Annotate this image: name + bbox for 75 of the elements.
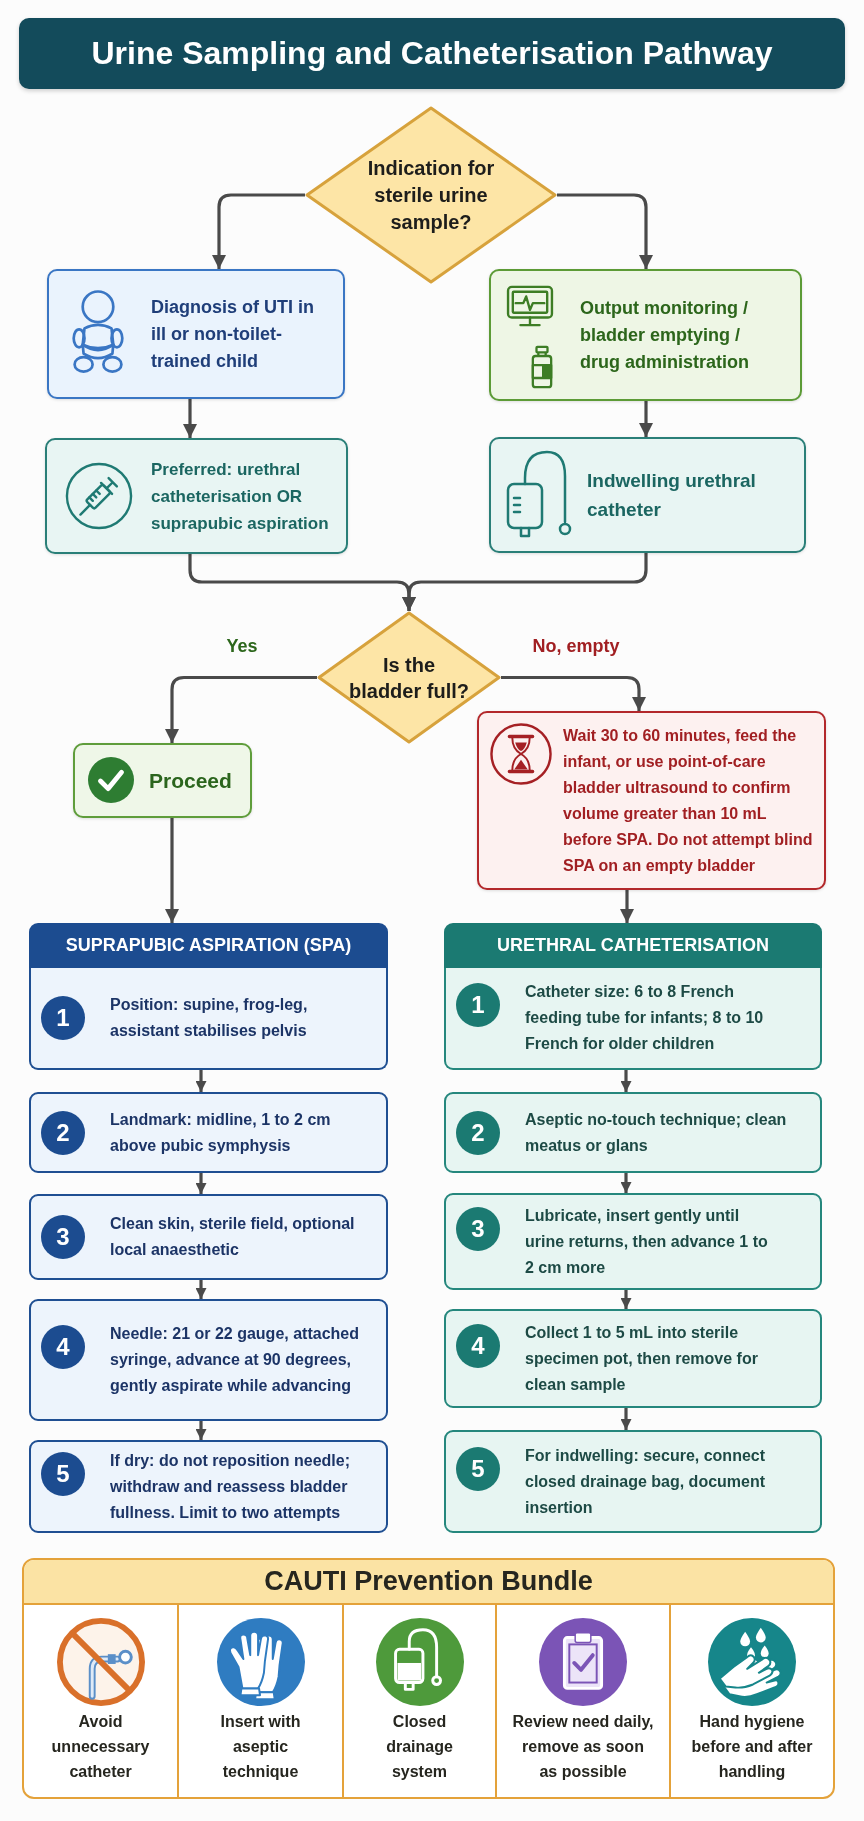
arrow bbox=[195, 1280, 207, 1299]
outcome-box bbox=[73, 743, 252, 818]
step-box bbox=[444, 1193, 822, 1290]
bundle-item-text: Review need daily, remove as soon as possible bbox=[511, 1712, 655, 1782]
step-text: For indwelling: secure, connect closed drainage bag, document insertion bbox=[525, 1445, 767, 1518]
box-text: Indwelling urethral catheter bbox=[587, 469, 757, 522]
process-box bbox=[489, 437, 806, 553]
arrow bbox=[165, 818, 179, 923]
decision-text: Indication for sterile urine sample? bbox=[366, 155, 496, 235]
step-text: Lubricate, insert gently until urine returns, then advance 1 to 2 cm more bbox=[525, 1205, 769, 1278]
step-text: Landmark: midline, 1 to 2 cm above pubic symphysis bbox=[110, 1109, 332, 1156]
arrow bbox=[165, 675, 317, 743]
title: Urine Sampling and Catheterisation Pathway bbox=[91, 35, 773, 72]
step-box bbox=[444, 1092, 822, 1173]
arrow bbox=[195, 1070, 207, 1092]
arrow bbox=[402, 553, 648, 611]
step-number: 3 bbox=[456, 1206, 500, 1251]
step-text: Clean skin, sterile field, optional local anaesthetic bbox=[110, 1214, 356, 1260]
bundle-item-text: Avoid unnecessary catheter bbox=[50, 1712, 151, 1782]
arrow bbox=[620, 1173, 632, 1193]
step-box bbox=[444, 1309, 822, 1408]
box-text: Wait 30 to 60 minutes, feed the infant, or use point-of-care bladder ultrasound to confirm volume greater than 10 mL before SPA. Do not attempt blind SPA on an empty bladder bbox=[563, 725, 814, 876]
step-text: Position: supine, frog-leg, assistant stabilises pelvis bbox=[110, 995, 309, 1041]
arrow bbox=[212, 193, 305, 269]
arrow bbox=[620, 890, 634, 923]
arrow bbox=[620, 1408, 632, 1430]
step-text: If dry: do not reposition needle; withdraw and reassess bladder fullness. Limit to two attempts bbox=[110, 1450, 351, 1523]
step-number: 1 bbox=[456, 983, 500, 1027]
arrow bbox=[183, 399, 197, 438]
step-box bbox=[29, 1440, 388, 1533]
step-number: 5 bbox=[456, 1446, 500, 1491]
bundle-item-text: Insert with aseptic technique bbox=[219, 1712, 302, 1782]
step-number: 4 bbox=[456, 1323, 500, 1368]
arrow bbox=[620, 1290, 632, 1309]
process-box bbox=[45, 438, 348, 554]
bundle-panel bbox=[22, 1558, 835, 1799]
box-text: Output monitoring / bladder emptying / drug administration bbox=[580, 296, 750, 374]
step-text: Needle: 21 or 22 gauge, attached syringe, advance at 90 degrees, gently aspirate while advancing bbox=[110, 1324, 360, 1396]
decision-text: Is the bladder full? bbox=[348, 652, 470, 704]
step-number: 1 bbox=[41, 996, 85, 1040]
arrow bbox=[557, 193, 653, 269]
box-text: Preferred: urethral catheterisation OR suprapubic aspiration bbox=[151, 458, 330, 535]
arrow bbox=[639, 401, 653, 437]
step-number: 2 bbox=[456, 1110, 500, 1155]
section-header bbox=[29, 923, 388, 968]
step-text: Catheter size: 6 to 8 French feeding tube for infants; 8 to 10 French for older children bbox=[525, 982, 765, 1054]
decision-diamond bbox=[317, 611, 501, 744]
step-box bbox=[29, 1194, 388, 1280]
bundle-item-text: Closed drainage system bbox=[385, 1712, 454, 1782]
warning-box bbox=[477, 711, 826, 890]
arrow bbox=[195, 1173, 207, 1194]
section-title: SUPRAPUBIC ASPIRATION (SPA) bbox=[65, 935, 352, 956]
step-box bbox=[444, 968, 822, 1070]
arrow bbox=[195, 1421, 207, 1440]
section-title: URETHRAL CATHETERISATION bbox=[497, 935, 769, 956]
step-number: 3 bbox=[41, 1215, 85, 1259]
panel-title: CAUTI Prevention Bundle bbox=[264, 1566, 593, 1597]
step-number: 2 bbox=[41, 1110, 85, 1155]
step-text: Collect 1 to 5 mL into sterile specimen pot, then remove for clean sample bbox=[525, 1322, 759, 1395]
box-text: Proceed bbox=[149, 767, 233, 794]
arrow bbox=[501, 675, 646, 711]
bundle-item-text: Hand hygiene before and after handling bbox=[690, 1712, 814, 1782]
step-box bbox=[29, 968, 388, 1070]
step-box bbox=[29, 1092, 388, 1173]
step-number: 4 bbox=[41, 1325, 85, 1369]
step-text: Aseptic no-touch technique; clean meatus or glans bbox=[525, 1109, 788, 1156]
step-box bbox=[444, 1430, 822, 1533]
decision-diamond bbox=[305, 106, 557, 284]
process-box bbox=[489, 269, 802, 401]
section-header bbox=[444, 923, 822, 968]
process-box bbox=[47, 269, 345, 399]
step-number: 5 bbox=[41, 1451, 85, 1496]
arrow bbox=[620, 1070, 632, 1092]
box-text: Diagnosis of UTI in ill or non-toilet-trained child bbox=[151, 295, 315, 373]
step-box bbox=[29, 1299, 388, 1421]
